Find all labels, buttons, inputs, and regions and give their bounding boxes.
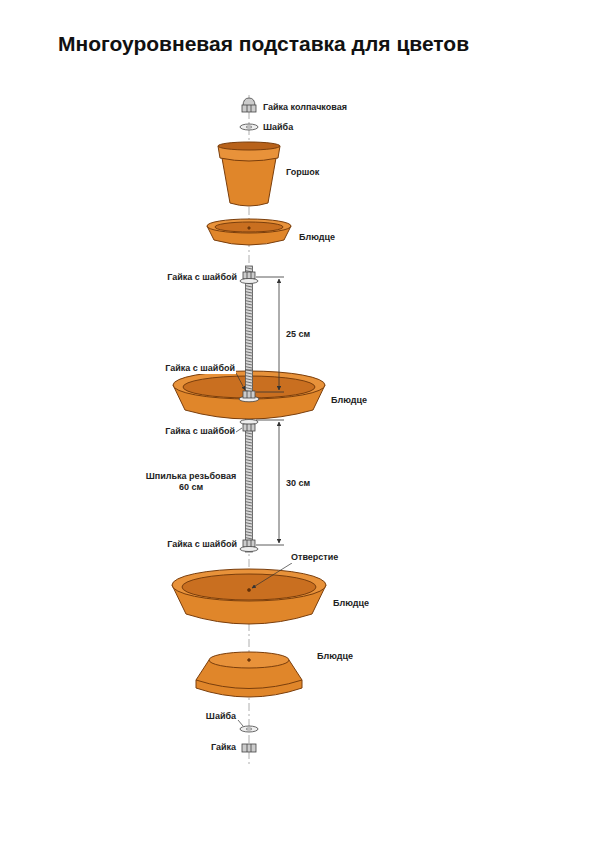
page-title: Многоуровневая подставка для цветов: [58, 32, 469, 56]
saucer-large: [172, 569, 326, 624]
leader-line: [236, 428, 242, 432]
leader-line: [238, 720, 243, 726]
nut: [243, 272, 255, 279]
nut-edge: [251, 424, 252, 431]
part-label: Блюдце: [316, 651, 354, 662]
washer: [240, 726, 258, 732]
nut-edge: [251, 540, 252, 547]
extension-line: [256, 420, 284, 421]
saucer-rim: [173, 371, 325, 399]
part-label: Гайка с шайбой: [164, 363, 236, 374]
part-label: Отверстие: [290, 552, 339, 563]
washer: [240, 547, 258, 552]
washer-hole: [246, 126, 252, 128]
dimension-line: [279, 422, 280, 543]
nut-edge: [247, 272, 248, 279]
part-label: Горшок: [285, 167, 320, 178]
nut-body: [242, 744, 256, 752]
cap-nut: [242, 98, 256, 112]
cap-nut-edge: [247, 105, 248, 112]
nut-with-washer: [240, 540, 258, 552]
nut-edge: [247, 744, 248, 752]
saucer-hole: [248, 227, 250, 229]
cap-nut-hex: [242, 105, 256, 112]
nut-with-washer: [239, 391, 259, 402]
dimension-30: [256, 420, 284, 545]
extension-line: [256, 392, 284, 393]
saucer-inside: [182, 574, 316, 600]
part-label: Блюдце: [330, 395, 368, 406]
saucer-inside: [215, 222, 283, 232]
part-label: Шайба: [262, 122, 294, 133]
dimension-25: [256, 277, 284, 392]
nut-edge: [247, 391, 248, 398]
saucer-base: [196, 652, 302, 697]
saucer-edge: [196, 680, 302, 689]
flower-pot: [218, 142, 280, 206]
nut-edge: [251, 744, 252, 752]
part-label: Гайка с шайбой: [164, 426, 236, 437]
saucer-hole: [248, 659, 251, 662]
part-label: Гайка с шайбой: [166, 539, 238, 550]
part-label: Гайка колпачковая: [262, 102, 348, 113]
nut: [242, 744, 256, 752]
pot-body: [222, 158, 276, 206]
dimension-line: [279, 279, 280, 390]
nut: [243, 391, 255, 398]
extension-line: [256, 277, 284, 278]
nut-with-washer: [240, 272, 258, 284]
nut-edge: [251, 272, 252, 279]
nut: [243, 540, 255, 547]
dimension-label: 30 см: [285, 478, 311, 489]
washer: [240, 279, 258, 284]
leader-line: [236, 373, 245, 390]
dimension-label: 25 см: [285, 329, 311, 340]
saucer-small: [207, 219, 291, 245]
leader-line: [252, 563, 292, 588]
part-label: Шайба: [205, 711, 237, 722]
saucer-rim: [172, 569, 326, 601]
part-label: Гайка с шайбой: [166, 272, 238, 283]
pot-opening: [218, 142, 280, 150]
cap-nut-edge: [251, 105, 252, 112]
nut-edge: [247, 424, 248, 431]
washer: [240, 124, 258, 130]
nut-with-washer: [240, 420, 258, 432]
extension-line: [256, 545, 284, 546]
nut-edge: [247, 540, 248, 547]
part-label: Блюдце: [298, 232, 336, 243]
washer-hole: [246, 728, 252, 730]
part-label: Шпилька резьбовая 60 см: [140, 471, 242, 493]
saucer-hole: [248, 589, 251, 592]
part-label: Блюдце: [332, 598, 370, 609]
nut: [243, 424, 255, 431]
nut-edge: [251, 391, 252, 398]
saucer-rim: [207, 219, 291, 233]
saucer-middle: [173, 371, 325, 419]
saucer-bottom: [209, 652, 289, 668]
leader-lines: [236, 373, 292, 726]
part-label: Гайка: [210, 742, 237, 753]
